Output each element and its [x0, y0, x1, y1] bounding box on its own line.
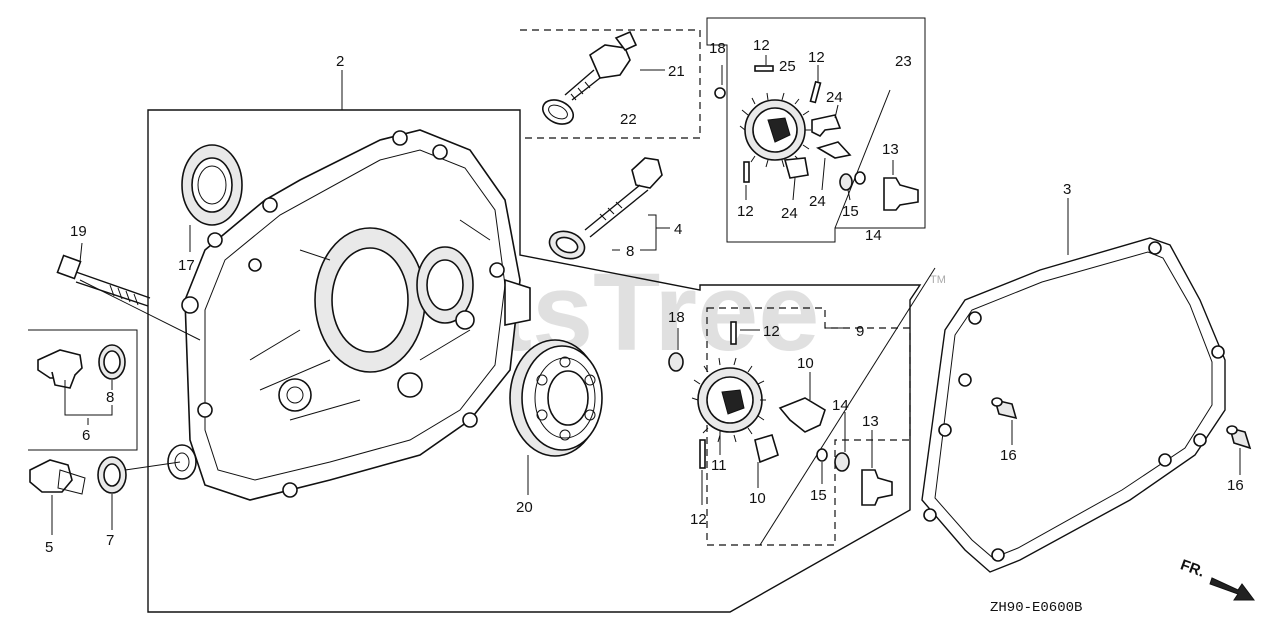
assembly-group-frame	[147, 109, 922, 613]
front-direction-arrow	[1209, 577, 1255, 601]
callout-12-e: 12	[690, 511, 707, 528]
governor-group-box-upper	[706, 17, 926, 243]
oil-gauge-21	[564, 30, 638, 101]
leader-23	[834, 89, 891, 229]
oil-filler-cap-6	[37, 349, 83, 389]
callout-8-left: 8	[106, 389, 114, 406]
callout-13-lower: 13	[862, 413, 879, 430]
washer-7	[97, 456, 127, 494]
callout-18-upper: 18	[709, 40, 726, 57]
callout-4: 4	[674, 221, 682, 238]
callout-10-upper: 10	[797, 355, 814, 372]
callout-24-b: 24	[809, 193, 826, 210]
drawing-code: ZH90-E0600B	[990, 600, 1082, 616]
callout-15-lower: 15	[810, 487, 827, 504]
o-ring-8-left	[98, 344, 126, 380]
callout-18-lower: 18	[668, 309, 685, 326]
callout-3: 3	[1063, 181, 1071, 198]
callout-22: 22	[620, 111, 637, 128]
callout-labels: 2 3 4 5 6 7 8 8 9 10 10 11 12 12 12 12 1…	[45, 37, 1244, 556]
ball-bearing-20	[509, 339, 603, 457]
callout-11: 11	[711, 457, 727, 474]
dowel-pin-16-a	[991, 397, 1018, 420]
callout-12-c: 12	[737, 203, 754, 220]
leader-lines	[51, 55, 1241, 535]
callout-7: 7	[106, 532, 114, 549]
callout-16-a: 16	[1000, 447, 1017, 464]
callout-16-b: 16	[1227, 477, 1244, 494]
o-ring-22	[541, 99, 575, 125]
leader-frame-diagonal	[759, 267, 936, 546]
callout-12-b: 12	[808, 49, 825, 66]
callout-5: 5	[45, 539, 53, 556]
callout-24-a: 24	[826, 89, 843, 106]
callout-12-a: 12	[753, 37, 770, 54]
oil-seal-17	[181, 144, 243, 226]
oil-filler-group-box	[520, 29, 701, 139]
callout-2: 2	[336, 53, 344, 70]
callout-14-upper: 14	[865, 227, 882, 244]
callout-15-upper: 15	[842, 203, 859, 220]
watermark-tm: TM	[930, 274, 946, 286]
callout-19: 19	[70, 223, 87, 240]
dipstick-4	[584, 157, 663, 238]
callout-8-right: 8	[626, 243, 634, 260]
crankcase-cover	[167, 129, 531, 501]
callout-25: 25	[779, 58, 796, 75]
callout-13-upper: 13	[882, 141, 899, 158]
callout-21: 21	[668, 63, 685, 80]
governor-assembly-9	[668, 321, 893, 506]
drain-plug-5	[29, 459, 86, 495]
callout-10-lower: 10	[749, 490, 766, 507]
dowel-pin-16-b	[1226, 425, 1252, 450]
callout-20: 20	[516, 499, 533, 516]
o-ring-8-right	[548, 230, 586, 260]
drain-plug-group-box	[28, 329, 138, 451]
callout-17: 17	[178, 257, 195, 274]
callout-12-d: 12	[763, 323, 780, 340]
governor-group-box-lower	[706, 307, 911, 546]
front-direction-label: FR.	[1178, 556, 1207, 580]
bolt-19	[56, 254, 151, 307]
callout-24-c: 24	[781, 205, 798, 222]
callout-23: 23	[895, 53, 912, 70]
callout-6: 6	[82, 427, 90, 444]
callout-14-lower: 14	[832, 397, 849, 414]
governor-assembly-23	[714, 65, 919, 211]
gasket-3	[921, 237, 1226, 573]
callout-9: 9	[856, 323, 864, 340]
